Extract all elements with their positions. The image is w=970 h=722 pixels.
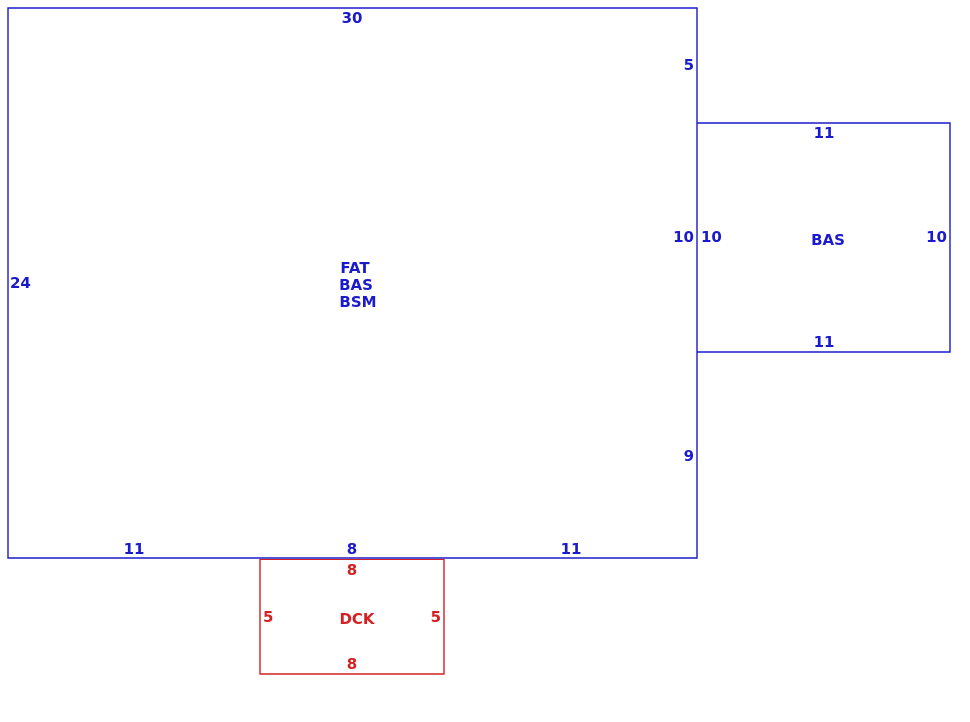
main-code-bsm: BSM xyxy=(339,293,376,311)
main-code-fat: FAT xyxy=(340,259,370,277)
main-dim-bottom-right: 11 xyxy=(561,540,582,558)
addition-dim-right: 10 xyxy=(926,228,947,246)
deck-dim-left: 5 xyxy=(263,608,273,626)
main-area: 30 24 5 10 9 11 8 11 FAT BAS BSM xyxy=(7,7,698,559)
deck-dim-top: 8 xyxy=(347,561,357,579)
addition-dim-top: 11 xyxy=(814,124,835,142)
deck-code-dck: DCK xyxy=(339,610,375,628)
addition-area-outline xyxy=(697,122,951,353)
deck-area: 8 8 5 5 DCK xyxy=(259,559,445,675)
addition-code-bas: BAS xyxy=(811,231,845,249)
addition-dim-bottom: 11 xyxy=(814,333,835,351)
main-dim-right-middle: 10 xyxy=(673,228,694,246)
main-dim-right-lower: 9 xyxy=(684,447,694,465)
deck-dim-right: 5 xyxy=(431,608,441,626)
main-dim-left: 24 xyxy=(10,274,31,292)
addition-dim-left: 10 xyxy=(701,228,722,246)
main-dim-bottom-middle: 8 xyxy=(347,540,357,558)
main-dim-bottom-left: 11 xyxy=(124,540,145,558)
main-dim-top: 30 xyxy=(342,9,363,27)
deck-area-outline xyxy=(259,559,445,675)
deck-dim-bottom: 8 xyxy=(347,655,357,673)
main-area-outline xyxy=(7,7,698,559)
main-code-bas: BAS xyxy=(339,276,373,294)
addition-area: 11 11 10 10 BAS xyxy=(697,122,951,353)
main-dim-right-upper: 5 xyxy=(684,56,694,74)
